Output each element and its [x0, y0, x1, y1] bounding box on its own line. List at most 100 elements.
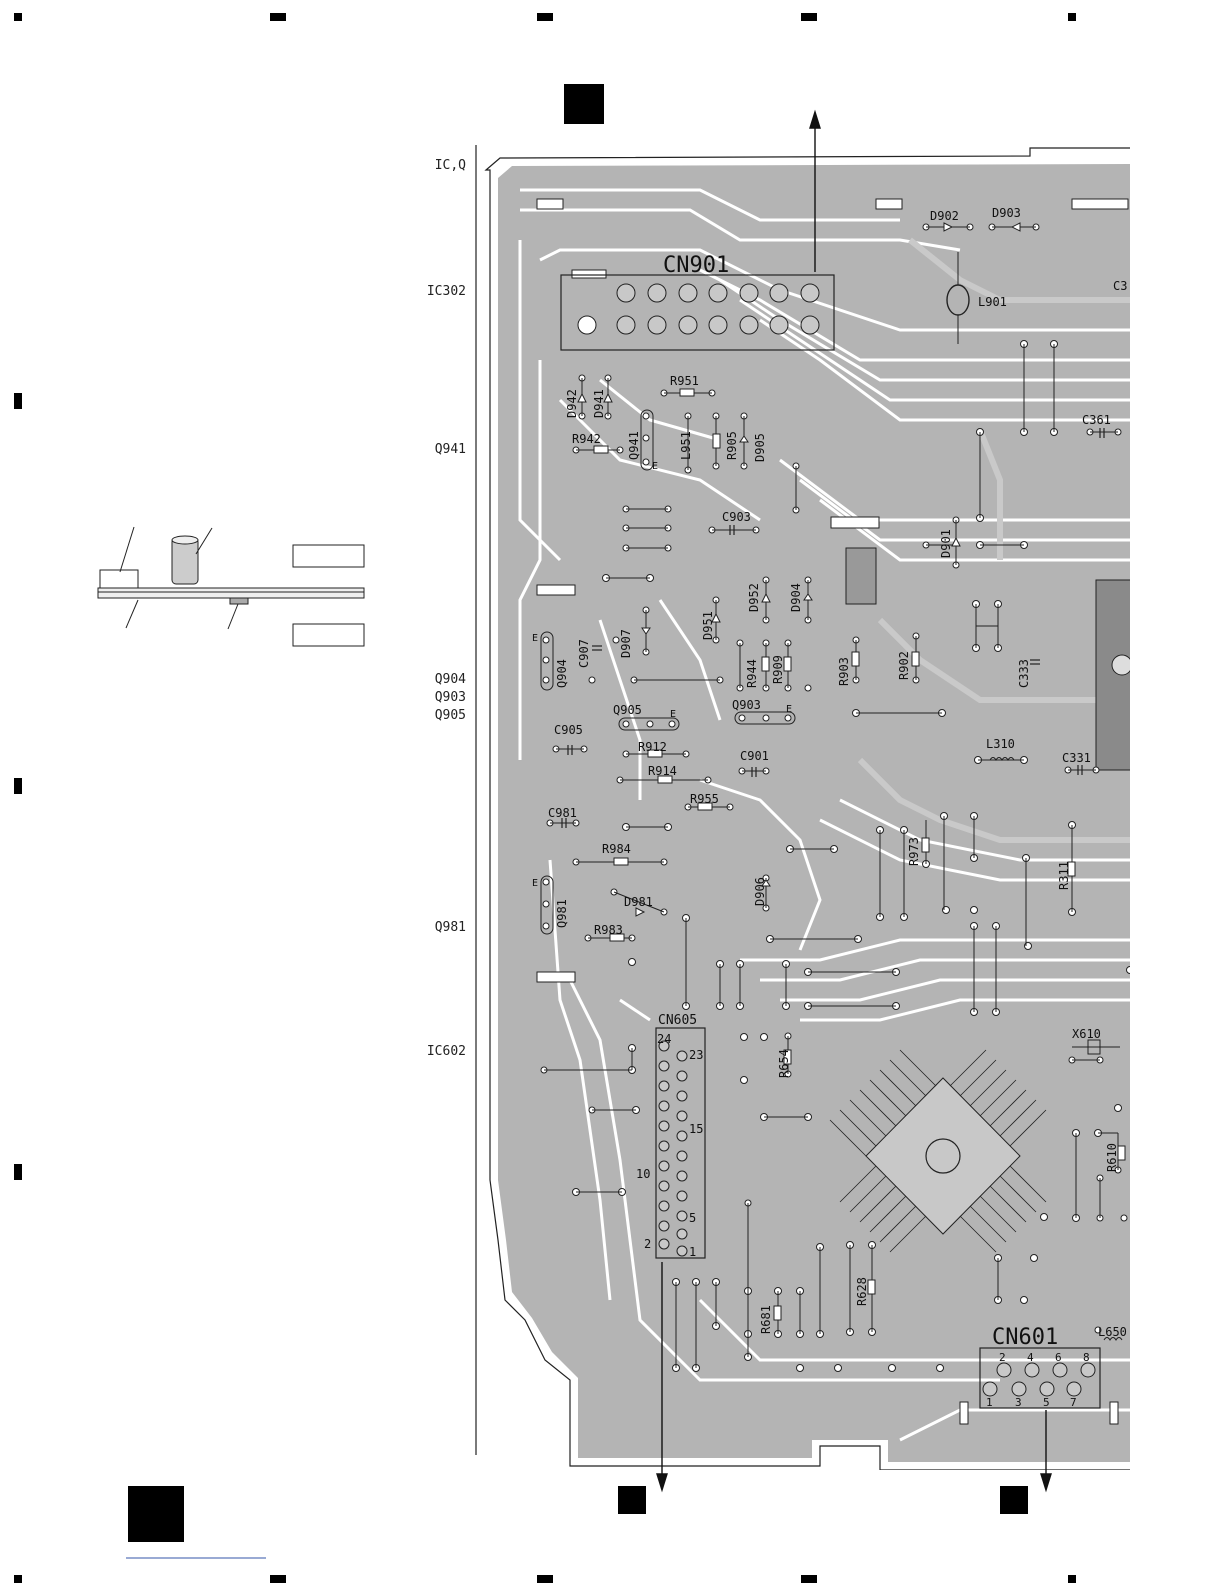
q905-outline	[618, 717, 680, 731]
side-label-q903: Q903	[435, 690, 466, 705]
mounting-label-box-2	[292, 623, 365, 647]
trace-gaps	[518, 188, 1130, 1442]
arrow-up-head	[809, 109, 821, 129]
capacitor-symbols	[561, 428, 1105, 828]
cn601-label: CN601	[992, 1325, 1058, 1350]
reg-mark-left-2	[14, 778, 22, 794]
cn601-pin-1: 1	[986, 1396, 993, 1409]
trace-ribbons	[857, 237, 1130, 843]
l650-coil	[1103, 1337, 1123, 1341]
label-q981: Q981	[555, 899, 569, 928]
cn605-pin-1: 1	[689, 1245, 696, 1259]
label-r912: R912	[638, 740, 667, 754]
label-r628: R628	[855, 1277, 869, 1306]
label-l901: L901	[978, 295, 1007, 309]
cn601-pin-2: 2	[999, 1351, 1006, 1364]
small-ic-body	[845, 547, 877, 605]
label-d941: D941	[592, 389, 606, 418]
reg-mark-left-1	[14, 393, 22, 409]
mounting-chip-part	[99, 569, 139, 589]
label-r951: R951	[670, 374, 699, 388]
dip-ic-pin1-mark	[1111, 654, 1130, 676]
cn605-pin-10: 10	[636, 1167, 650, 1181]
label-r903: R903	[837, 657, 851, 686]
label-c905: C905	[554, 723, 583, 737]
mounting-solder-pad	[229, 597, 249, 605]
label-c333: C333	[1017, 659, 1031, 688]
label-r914: R914	[648, 764, 677, 778]
label-q903: Q903	[732, 698, 761, 712]
label-c903: C903	[722, 510, 751, 524]
component-labels: D902 D903 L901 C3 C361 R951 D942 D941 R9…	[548, 206, 1127, 1339]
label-d901: D901	[939, 529, 953, 558]
reg-mark-top-3	[537, 13, 553, 21]
side-label-ic-q: IC,Q	[435, 158, 466, 173]
label-d904: D904	[789, 583, 803, 612]
reg-mark-top-1	[14, 13, 22, 21]
cn605-outline	[655, 1027, 706, 1259]
side-label-q904: Q904	[435, 672, 466, 687]
reg-mark-bot-3	[537, 1575, 553, 1583]
label-q941: Q941	[627, 431, 641, 460]
slot-markers	[536, 198, 1129, 1425]
label-d951: D951	[701, 611, 715, 640]
mounting-board-section	[97, 587, 365, 599]
section-marker-bottom-left	[128, 1486, 184, 1542]
label-r942: R942	[572, 432, 601, 446]
cn601-pin-5: 5	[1043, 1396, 1050, 1409]
label-r681: R681	[759, 1305, 773, 1334]
cn605-pin-2: 2	[644, 1237, 651, 1251]
mounting-label-box-1	[292, 544, 365, 568]
label-q904: Q904	[555, 659, 569, 688]
label-c907: C907	[577, 639, 591, 668]
reg-mark-top-5	[1068, 13, 1076, 21]
cn605-label: CN605	[658, 1013, 697, 1028]
label-d902: D902	[930, 209, 959, 223]
mounting-leader-3	[125, 599, 139, 629]
q941-outline	[640, 409, 654, 471]
emitter-marks: E E E E E	[532, 461, 792, 889]
label-r984: R984	[602, 842, 631, 856]
label-r311: R311	[1057, 861, 1071, 890]
qfp-ic-pins	[829, 1049, 1047, 1253]
emitter-mark-q981: E	[532, 878, 538, 889]
cn605-pin-15: 15	[689, 1122, 703, 1136]
label-c901: C901	[740, 749, 769, 763]
arrow-down-cn605-head	[656, 1473, 668, 1493]
mounting-leader-1	[119, 526, 135, 573]
mounting-illustration	[97, 526, 365, 647]
pcb-board: CN901 CN605 24 23 15 10 5 2 1 CN601 2 4 …	[484, 147, 1130, 1470]
q981-outline	[540, 875, 554, 935]
label-r944: R944	[745, 659, 759, 688]
reg-mark-bot-2	[270, 1575, 286, 1583]
label-d905: D905	[753, 433, 767, 462]
connection-arrows	[656, 109, 1052, 1493]
label-r902: R902	[897, 651, 911, 680]
label-c981: C981	[548, 806, 577, 820]
cn601-pin-6: 6	[1055, 1351, 1062, 1364]
side-label-ic602: IC602	[427, 1044, 466, 1059]
emitter-mark-q903: E	[786, 704, 792, 715]
q904-outline	[540, 631, 554, 691]
reg-mark-top-4	[801, 13, 817, 21]
mounting-leader-4	[227, 603, 239, 630]
label-c3: C3	[1113, 279, 1127, 293]
side-label-ic302: IC302	[427, 284, 466, 299]
arrow-down-cn601-head	[1040, 1473, 1052, 1493]
emitter-mark-q941: E	[652, 461, 658, 472]
mounting-leader-2	[195, 527, 213, 555]
qfp-ic-body	[865, 1077, 1021, 1235]
reg-mark-left-3	[14, 1164, 22, 1180]
side-label-q981: Q981	[435, 920, 466, 935]
cn601-pin-3: 3	[1015, 1396, 1022, 1409]
emitter-mark-q904: E	[532, 633, 538, 644]
label-q905: Q905	[613, 703, 642, 717]
cn901-label: CN901	[663, 253, 729, 278]
label-l650: L650	[1098, 1325, 1127, 1339]
label-r654: R654	[777, 1049, 791, 1078]
label-c361: C361	[1082, 413, 1111, 427]
reg-mark-bot-5	[1068, 1575, 1076, 1583]
label-r983: R983	[594, 923, 623, 937]
